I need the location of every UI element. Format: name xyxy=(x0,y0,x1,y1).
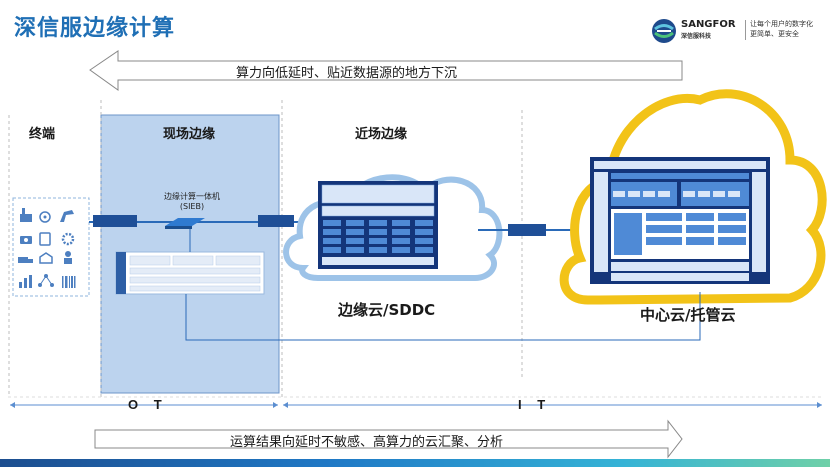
factory-icon xyxy=(20,208,32,222)
sangfor-logo-icon xyxy=(652,19,676,43)
sangfor-logo: SANGFOR 深信服科技 让每个用户的数字化 更简单、更安全 xyxy=(651,18,821,44)
brand-name: SANGFOR xyxy=(681,19,736,30)
sieb-label-line2: (SIEB) xyxy=(179,202,205,211)
chart-icon xyxy=(19,275,32,288)
sensor-icon xyxy=(39,211,51,223)
wan-link-chip xyxy=(508,224,546,236)
edge-cloud-label: 边缘云/SDDC xyxy=(338,301,436,319)
warehouse-icon xyxy=(39,252,53,264)
slogan-line-1: 让每个用户的数字化 xyxy=(750,20,813,28)
sieb-label-line1: 边缘计算一体机 xyxy=(164,192,220,201)
camera-icon xyxy=(20,236,32,244)
zone-terminal-label: 终端 xyxy=(29,127,56,142)
footer-gradient-bar xyxy=(0,459,830,467)
sieb-label: 边缘计算一体机 (SIEB) xyxy=(152,192,232,212)
truck-icon xyxy=(18,257,33,263)
ot-label: O T xyxy=(128,397,168,412)
page-title: 深信服边缘计算 xyxy=(14,16,176,41)
brand-name-cn: 深信服科技 xyxy=(681,33,712,40)
sieb-device-icon xyxy=(165,218,205,226)
gear-icon xyxy=(61,232,75,246)
gateway-chip xyxy=(93,215,137,227)
robot-arm-icon xyxy=(60,210,74,222)
worker-icon xyxy=(64,251,72,264)
terminal-icons xyxy=(18,208,76,288)
return-link-line xyxy=(185,292,701,341)
slogan-line-2: 更简单、更安全 xyxy=(750,30,799,38)
logo-divider xyxy=(745,20,746,40)
network-icon xyxy=(38,274,54,287)
center-cloud-label: 中心云/托管云 xyxy=(640,306,736,324)
top-arrow-shape xyxy=(89,50,683,91)
barcode-icon xyxy=(62,276,76,288)
it-label: I T xyxy=(518,397,552,412)
zone-onsite-edge-label: 现场边缘 xyxy=(163,127,216,142)
zone-near-edge-label: 近场边缘 xyxy=(355,127,408,142)
edge-switch-chip xyxy=(258,215,294,227)
bottom-arrow-shape xyxy=(94,419,683,459)
top-arrow-text: 算力向低延时、贴近数据源的地方下沉 xyxy=(236,66,458,81)
device-icon xyxy=(39,232,51,246)
bottom-arrow-text: 运算结果向延时不敏感、高算力的云汇聚、分析 xyxy=(230,435,504,450)
